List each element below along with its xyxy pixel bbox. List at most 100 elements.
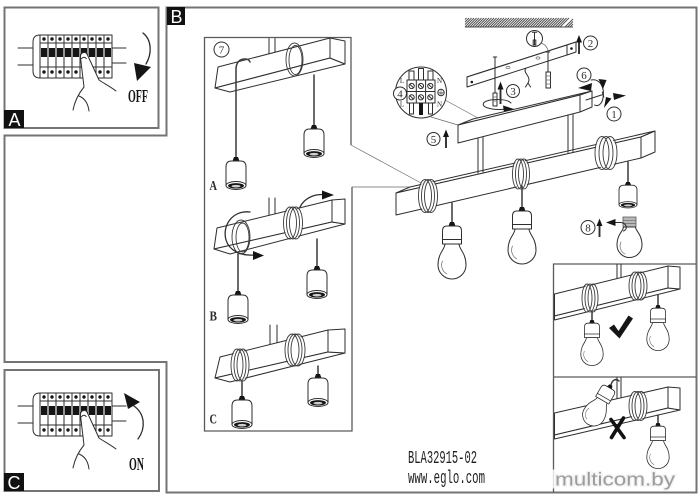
- panel-a-frame: [3, 6, 160, 129]
- rotate-arrow-icon: [299, 193, 324, 208]
- step-4-marker: 4: [393, 86, 407, 101]
- screw-left: [492, 56, 498, 94]
- rotate-arrowhead-icon: [322, 190, 334, 200]
- up-arrowhead-icon: [576, 35, 582, 43]
- ceiling-screws: [492, 51, 551, 107]
- rope-coil-backing: [418, 136, 617, 213]
- model-code: BLA32915-02: [408, 449, 477, 469]
- lamp-wire-live: [419, 103, 423, 115]
- rope-coil-left: [418, 179, 438, 213]
- terminal-label-bottom-right: N: [437, 101, 442, 109]
- lamp-holder-left: [225, 156, 247, 190]
- lamp-holder-right: [307, 373, 329, 407]
- bar-end: [667, 265, 681, 290]
- step-8-number: 8: [585, 222, 591, 234]
- switch-off-label: OFF: [128, 86, 148, 106]
- terminal-label-top-left: L: [400, 77, 404, 85]
- step-3-marker: 3: [482, 81, 520, 113]
- ceiling-rod: [268, 38, 276, 55]
- bar-end: [331, 198, 346, 225]
- lamp-holder-right: [306, 265, 328, 299]
- circuit-breaker: [17, 392, 127, 437]
- terminal-label-top-right: N: [437, 77, 442, 85]
- ground-icon-lines: [438, 89, 444, 96]
- pendant-lamp-right: [646, 304, 670, 352]
- step-6-number: 6: [581, 70, 587, 82]
- check-icon: [609, 315, 633, 339]
- step-2-number: 2: [588, 38, 594, 50]
- correct-example: [552, 263, 697, 493]
- rotate-up-arrow-icon: [133, 405, 144, 440]
- panel-a-switch-off: OFF A: [3, 6, 160, 130]
- step-4-circle: [393, 86, 407, 101]
- mounting-bracket: [466, 41, 577, 88]
- rope-coil-backing: [629, 391, 647, 421]
- screw-detail: [526, 30, 549, 53]
- step-7-marker: 7: [213, 41, 230, 58]
- terminal-screw-slots: [409, 83, 433, 100]
- step-2-marker: 2: [576, 35, 598, 54]
- panel-b-frame: [3, 6, 698, 494]
- ground-icon: [437, 88, 445, 97]
- lamp-cables: [237, 238, 318, 292]
- ceiling-hatch: [464, 17, 574, 28]
- rope-coil: [283, 206, 303, 240]
- rope-coil: [230, 333, 306, 382]
- rotate-arrow-icon: [614, 222, 627, 232]
- step-8-marker: 8: [580, 218, 627, 237]
- canopy-end: [579, 90, 593, 113]
- direction-arrowheads: [578, 79, 626, 108]
- ceiling-rod: [268, 197, 276, 216]
- switch-on-label: ON: [129, 454, 144, 474]
- bar-end: [329, 37, 346, 65]
- wall-plug-ribs: [492, 75, 551, 102]
- terminal-label-bottom-left: L: [400, 101, 404, 109]
- step-5-circle: [426, 132, 441, 146]
- rope-coil-right: [594, 136, 618, 170]
- panel-c-frame: [3, 369, 160, 492]
- lamp-holder-right: [303, 124, 325, 158]
- wrap-variant-c: C: [210, 324, 346, 429]
- step-6-marker: 6: [576, 67, 592, 83]
- step-4-number: 4: [397, 88, 403, 100]
- variant-c-label: C: [210, 413, 218, 428]
- ceiling-rod: [616, 264, 622, 279]
- watermark-backdrop: [552, 469, 678, 489]
- lamp-cables: [591, 294, 659, 322]
- pendant-lamp-right: [646, 422, 670, 470]
- lamp-holder-right: [618, 181, 638, 209]
- rope-coil-backing: [582, 272, 647, 312]
- terminal-dividers: [406, 79, 436, 104]
- panel-c-badge-letter: C: [8, 473, 21, 493]
- ceiling-rod: [616, 377, 622, 399]
- step-5-number: 5: [431, 134, 437, 146]
- step-3-number: 3: [510, 86, 516, 98]
- rope-coil-backing: [231, 334, 305, 381]
- watermark-text: multicom.by: [555, 470, 675, 490]
- rope-coil-middle: [512, 158, 530, 190]
- lamp-holder-left: [227, 290, 249, 324]
- wrap-variant-a: A: [210, 37, 346, 194]
- cross-icon: [609, 416, 626, 440]
- panel-c-switch-on: ON C: [3, 369, 160, 493]
- detail-leader-lines: [350, 144, 422, 188]
- watermark: multicom.by: [552, 468, 678, 491]
- wrap-variant-b: B: [210, 190, 346, 325]
- incorrect-example: [554, 377, 681, 470]
- step-7-number: 7: [219, 44, 225, 56]
- rope-coils: [581, 271, 648, 313]
- pendant-lamp-left: [437, 221, 467, 280]
- step-3-circle: [506, 84, 520, 98]
- rotate-arrow-icon: [482, 99, 512, 110]
- step-6-circle: [576, 67, 592, 83]
- bar-front: [554, 265, 669, 317]
- rope-loop: [285, 42, 304, 77]
- example-panels-frame: [552, 263, 697, 493]
- step-1-circle: [606, 106, 622, 122]
- step-2-circle: [583, 35, 598, 51]
- rotate-arrowhead-icon: [606, 219, 616, 226]
- bracket-front: [466, 44, 568, 88]
- website: www.eglo.com: [408, 469, 485, 489]
- panel-b-badge: [167, 7, 185, 25]
